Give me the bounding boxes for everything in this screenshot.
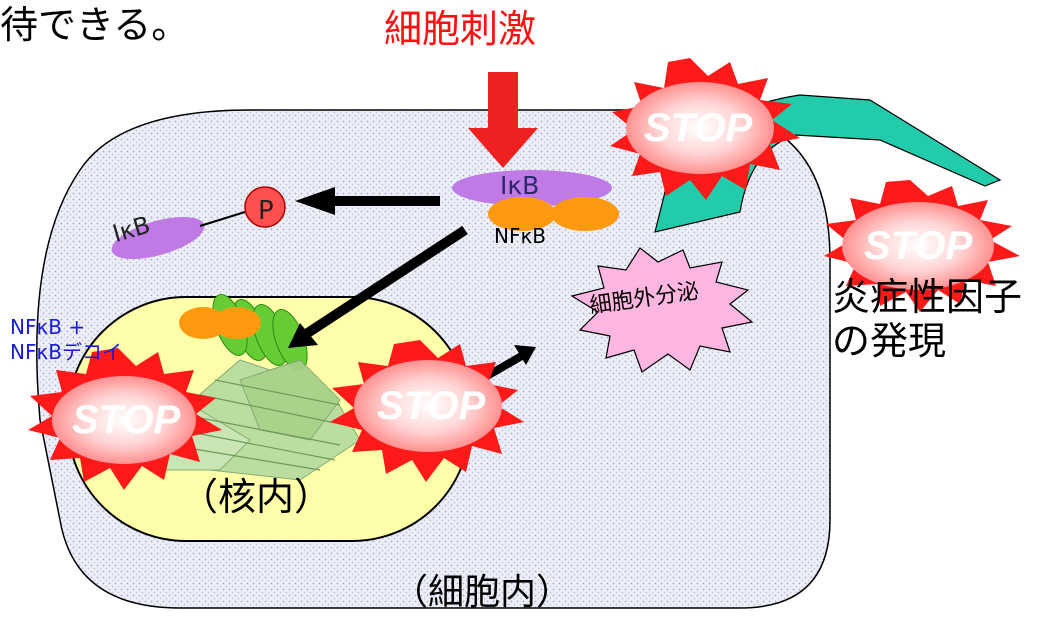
nfkb-decoy-line2: NFκBデコイ xyxy=(10,340,122,364)
stimulus-arrow xyxy=(468,72,538,168)
nfkb-in-nucleus-right xyxy=(213,307,261,339)
stop-label-left: STOP xyxy=(72,398,181,442)
nfkb-right-right xyxy=(551,197,619,231)
ikb-label-right: IκB xyxy=(500,171,540,200)
phospho-circle xyxy=(244,186,286,228)
ikb-phospho-bond xyxy=(199,211,246,227)
cell-label: （細胞内） xyxy=(392,572,573,613)
intro-text-fragment: 待できる。 xyxy=(0,3,190,47)
inflammation-line1: 炎症性因子 xyxy=(832,275,1023,319)
nfkb-decoy-line1: NFκB + xyxy=(10,315,86,339)
secretion-burst xyxy=(570,247,754,373)
stop-burst-center xyxy=(330,340,524,482)
stop-burst-left xyxy=(28,348,222,490)
stop-label-right: STOP xyxy=(864,224,973,268)
nfkb-in-nucleus-left xyxy=(179,307,227,339)
stop-label-center: STOP xyxy=(377,384,486,428)
nfkb-label-right: NFκB xyxy=(494,224,546,248)
stop-burst-right xyxy=(824,180,1020,312)
nfkb-decoy-label: NFκB + NFκBデコイ xyxy=(10,315,122,365)
cell-stimulus-label: 細胞刺激 xyxy=(384,7,537,51)
stop-burst-top xyxy=(610,58,800,200)
ikb-left xyxy=(111,216,205,260)
nucleus-label: （核内） xyxy=(180,475,333,519)
phosphorylation-arrow xyxy=(295,187,440,215)
inflammation-line2: の発現 xyxy=(832,318,947,363)
ikb-right xyxy=(452,170,612,206)
translocation-arrow xyxy=(297,225,468,343)
inflammation-label: 炎症性因子 の発現 xyxy=(832,275,1023,363)
phospho-label: P xyxy=(258,196,274,226)
dna-strands xyxy=(129,294,361,481)
stop-label-top: STOP xyxy=(644,106,753,150)
nfkb-right-left xyxy=(488,197,556,231)
